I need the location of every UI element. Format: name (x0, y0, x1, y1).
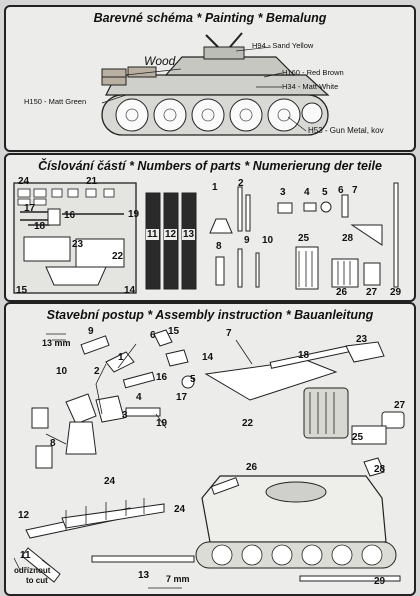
step-number: 11 (20, 550, 31, 561)
step-number: 16 (156, 372, 168, 383)
step-number: 14 (202, 352, 214, 363)
step-number: 12 (18, 510, 30, 521)
assembly-title: Stavební postup * Assembly instruction *… (46, 308, 374, 322)
step-number: 10 (56, 366, 68, 377)
step-number: 8 (50, 438, 56, 449)
dimension-7mm: 7 mm (166, 574, 190, 584)
step-number: 4 (136, 392, 142, 403)
step-number: 15 (168, 326, 180, 337)
part-number: 8 (216, 241, 222, 252)
assembly-drawing (13, 329, 405, 589)
fret-number: 15 (16, 285, 28, 296)
fret-number: 16 (64, 210, 76, 221)
color-h94-label: H94 - Sand Yellow (252, 41, 314, 50)
step-number: 17 (176, 392, 188, 403)
fret-number: 23 (72, 239, 84, 250)
step-number: 22 (242, 418, 254, 429)
dimension-13mm: 13 mm (42, 338, 71, 348)
painting-panel: Barevné schéma * Painting * Bemalung (4, 5, 416, 152)
parts-panel: Číslování částí * Numbers of parts * Num… (4, 153, 416, 302)
color-h34-label: H34 - Matt White (282, 82, 339, 91)
cut-note-en: to cut (26, 576, 48, 585)
part-number: 29 (390, 287, 402, 298)
wood-label: Wood (144, 54, 176, 68)
part-number: 5 (322, 187, 328, 198)
tank-side-view-drawing (101, 32, 330, 136)
step-number: 3 (122, 410, 128, 421)
fret-number: 18 (34, 221, 46, 232)
step-number: 23 (356, 334, 368, 345)
fret-number: 12 (164, 229, 178, 240)
step-number: 24 (104, 476, 116, 487)
part-number: 6 (338, 185, 344, 196)
photoetch-fret-drawing (13, 182, 399, 294)
step-number: 9 (88, 326, 94, 337)
fret-number: 24 (18, 176, 30, 187)
step-number: 19 (156, 418, 168, 429)
step-number: 25 (352, 432, 364, 443)
part-number: 25 (298, 233, 310, 244)
part-number: 10 (262, 235, 274, 246)
step-number: 26 (246, 462, 258, 473)
step-number: 1 (118, 352, 124, 363)
fret-number: 22 (112, 251, 124, 262)
step-number: 27 (394, 400, 406, 411)
part-number: 4 (304, 187, 310, 198)
step-number: 13 (138, 570, 150, 581)
step-number: 28 (374, 464, 386, 475)
fret-number: 19 (128, 209, 140, 220)
part-number: 26 (336, 287, 348, 298)
parts-title: Číslování částí * Numbers of parts * Num… (38, 159, 382, 173)
part-number: 28 (342, 233, 354, 244)
step-number: 18 (298, 350, 310, 361)
color-h53-label: H53 - Gun Metal, kov (308, 126, 384, 135)
part-number: 7 (352, 185, 358, 196)
step-number: 7 (226, 328, 232, 339)
part-number: 9 (244, 235, 250, 246)
step-number: 2 (94, 366, 100, 377)
part-number: 2 (238, 178, 244, 189)
step-number: 29 (374, 576, 386, 587)
fret-number: 14 (124, 285, 136, 296)
step-number: 6 (150, 330, 156, 341)
color-h150-label: H150 - Matt Green (24, 97, 87, 106)
assembly-panel: Stavební postup * Assembly instruction *… (4, 302, 416, 596)
color-h160-label: H160 - Red Brown (282, 68, 344, 77)
step-number: 24 (174, 504, 186, 515)
fret-number: 13 (182, 229, 196, 240)
fret-number: 17 (24, 203, 36, 214)
fret-number: 11 (146, 229, 159, 240)
part-number: 3 (280, 187, 286, 198)
cut-note-cz: odříznout (14, 566, 51, 575)
step-number: 5 (190, 374, 196, 385)
part-number: 1 (212, 182, 218, 193)
part-number: 27 (366, 287, 378, 298)
painting-title: Barevné schéma * Painting * Bemalung (93, 11, 327, 25)
fret-number: 21 (86, 176, 98, 187)
